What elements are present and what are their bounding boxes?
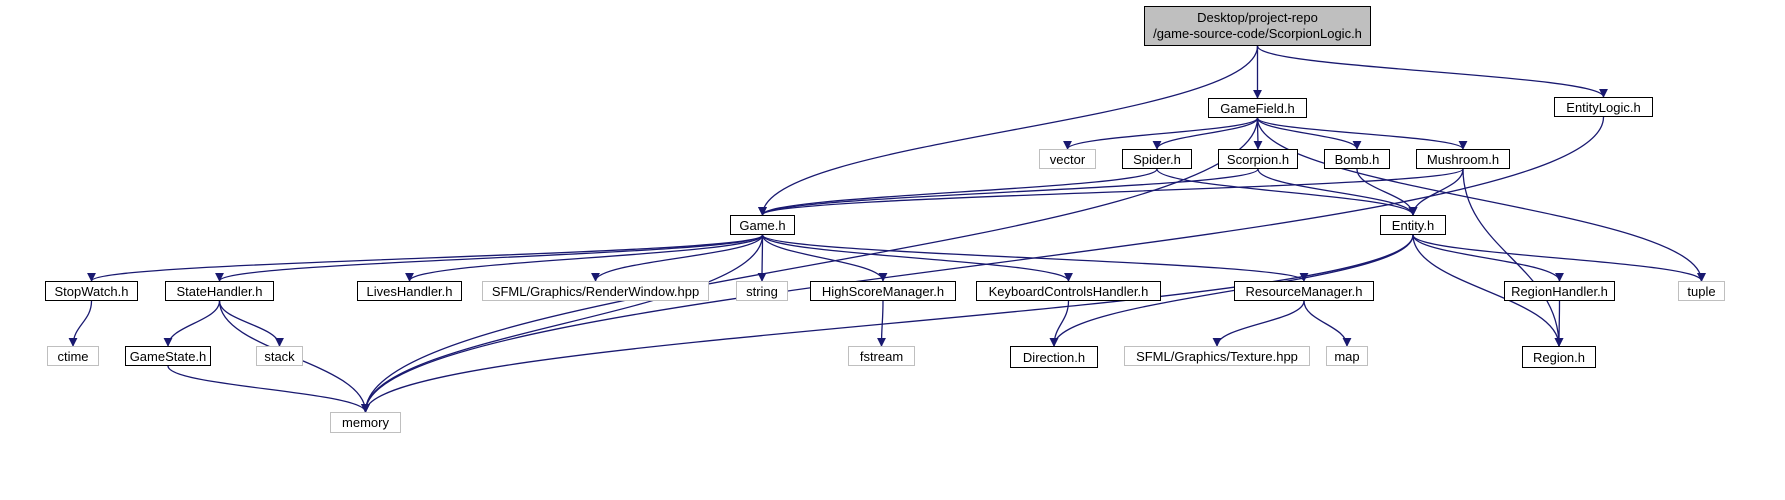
node-mushroom[interactable]: Mushroom.h — [1416, 149, 1510, 169]
edge-statehandler-to-stack — [218, 300, 284, 347]
edge-gamefield-to-spider — [1152, 117, 1259, 150]
node-highscoremanager[interactable]: HighScoreManager.h — [810, 281, 956, 301]
root-node-line2: /game-source-code/ScorpionLogic.h — [1153, 26, 1362, 41]
edge-game-to-renderwindow — [591, 234, 764, 282]
node-spider[interactable]: Spider.h — [1122, 149, 1192, 169]
node-entitylogic[interactable]: EntityLogic.h — [1554, 97, 1653, 117]
edge-keyboardcontrolshandler-to-direction — [1049, 300, 1070, 347]
edge-entity-to-region — [1412, 234, 1564, 347]
edge-gamefield-to-bomb — [1256, 117, 1362, 150]
node-gamestate[interactable]: GameState.h — [125, 346, 211, 366]
edge-statehandler-to-gamestate — [163, 300, 221, 347]
node-regionhandler[interactable]: RegionHandler.h — [1504, 281, 1615, 301]
edge-game-to-highscoremanager — [761, 234, 888, 282]
node-stopwatch[interactable]: StopWatch.h — [45, 281, 138, 301]
edge-game-to-stopwatch — [87, 234, 764, 282]
node-vector: vector — [1039, 149, 1096, 169]
node-map: map — [1326, 346, 1368, 366]
edge-resourcemanager-to-map — [1303, 300, 1352, 347]
edge-game-to-memory — [361, 234, 764, 413]
node-renderwindow-hpp: SFML/Graphics/RenderWindow.hpp — [482, 281, 709, 301]
node-direction[interactable]: Direction.h — [1010, 346, 1098, 368]
edge-scorpion-to-game — [758, 168, 1259, 216]
node-string: string — [736, 281, 788, 301]
edge-gamefield-to-memory — [361, 117, 1259, 413]
edge-spider-to-entity — [1156, 168, 1418, 216]
node-texture-hpp: SFML/Graphics/Texture.hpp — [1124, 346, 1310, 366]
edge-resourcemanager-to-texture — [1212, 300, 1305, 347]
node-scorpion[interactable]: Scorpion.h — [1218, 149, 1298, 169]
edge-spider-to-game — [758, 168, 1158, 216]
edge-game-to-statehandler — [215, 234, 764, 282]
node-bomb[interactable]: Bomb.h — [1324, 149, 1390, 169]
node-tuple: tuple — [1678, 281, 1725, 301]
edge-root-to-game — [758, 45, 1259, 216]
node-resourcemanager[interactable]: ResourceManager.h — [1234, 281, 1374, 301]
edge-entity-to-direction — [1049, 234, 1414, 347]
edge-regionhandler-to-region — [1554, 300, 1564, 347]
edge-entity-to-memory — [361, 234, 1414, 413]
edge-game-to-resourcemanager — [761, 234, 1309, 282]
node-region[interactable]: Region.h — [1522, 346, 1596, 368]
node-statehandler[interactable]: StateHandler.h — [165, 281, 274, 301]
edge-mushroom-to-region — [1462, 168, 1564, 347]
node-liveshandler[interactable]: LivesHandler.h — [357, 281, 462, 301]
edge-root-to-entitylogic — [1256, 45, 1608, 98]
root-node-line1: Desktop/project-repo — [1197, 10, 1318, 25]
edge-game-to-keyboardcontrolshandler — [761, 234, 1073, 282]
edge-mushroom-to-entity — [1408, 168, 1464, 216]
node-gamefield[interactable]: GameField.h — [1208, 98, 1307, 118]
node-fstream: fstream — [848, 346, 915, 366]
node-game[interactable]: Game.h — [730, 215, 795, 235]
edge-stopwatch-to-ctime — [68, 300, 93, 347]
edge-bomb-to-entity — [1356, 168, 1418, 216]
edge-gamefield-to-mushroom — [1256, 117, 1468, 150]
edge-gamefield-to-vector — [1063, 117, 1259, 150]
edge-entity-to-tuple — [1412, 234, 1706, 282]
edge-scorpion-to-entity — [1257, 168, 1418, 216]
node-ctime: ctime — [47, 346, 99, 366]
node-stack: stack — [256, 346, 303, 366]
edge-highscoremanager-to-fstream — [877, 300, 887, 347]
node-keyboardcontrolshandler[interactable]: KeyboardControlsHandler.h — [976, 281, 1161, 301]
root-node-scorpionlogic: Desktop/project-repo /game-source-code/S… — [1144, 6, 1371, 46]
node-memory: memory — [330, 412, 401, 433]
edge-mushroom-to-game — [758, 168, 1464, 216]
edge-gamestate-to-memory — [167, 365, 370, 413]
edge-gamefield-to-tuple — [1256, 117, 1706, 282]
edge-game-to-liveshandler — [405, 234, 764, 282]
edge-entity-to-regionhandler — [1412, 234, 1564, 282]
node-entity[interactable]: Entity.h — [1380, 215, 1446, 235]
